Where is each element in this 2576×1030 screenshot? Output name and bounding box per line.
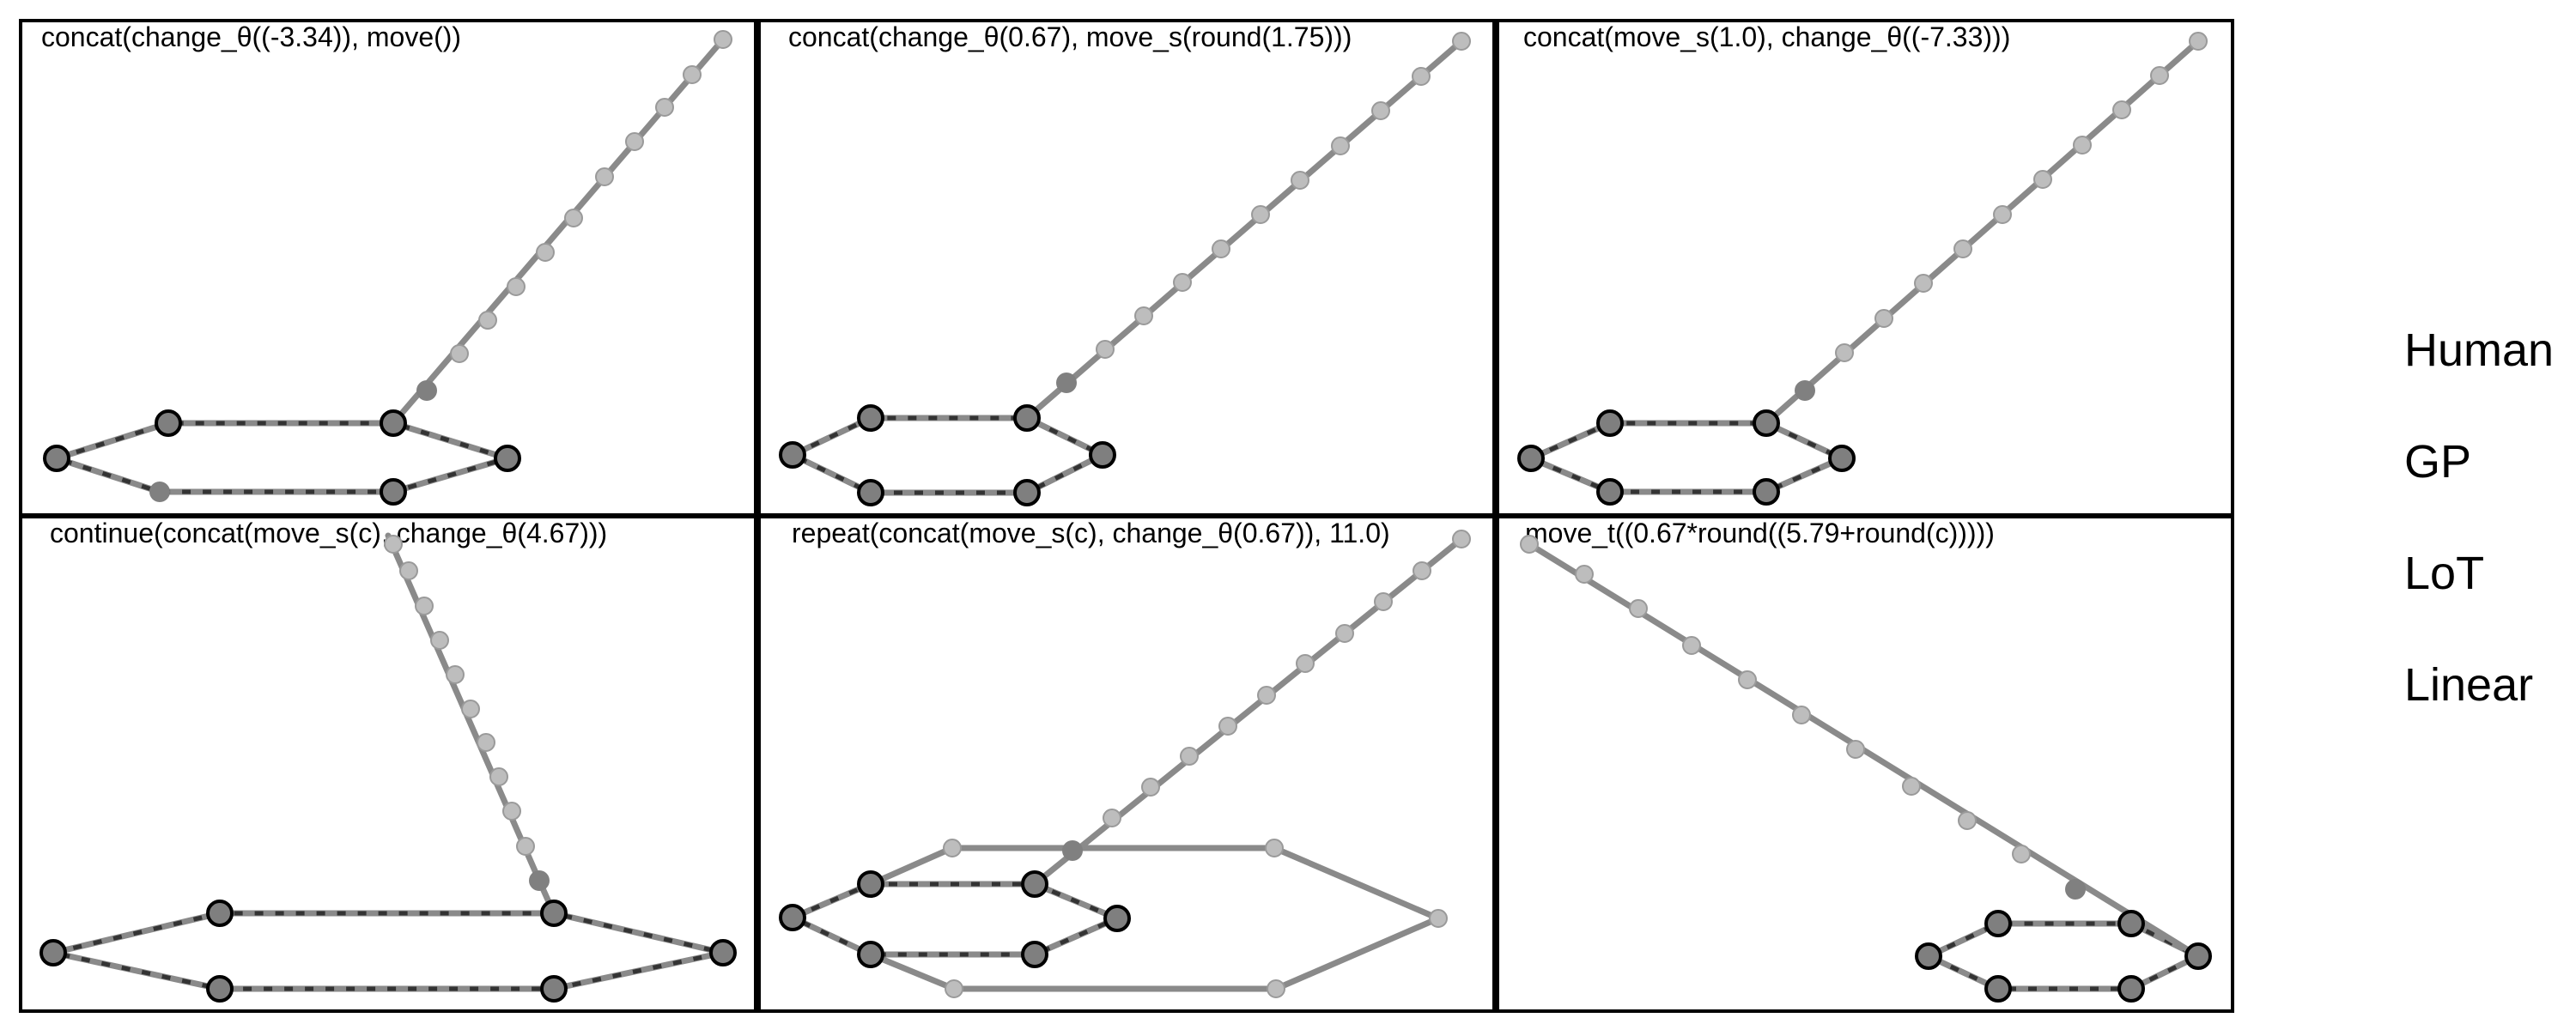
panel-6: move_t((0.67*round((5.79+round(c))))) (1496, 515, 2234, 1013)
panel-4-title: continue(concat(move_s(c), change_θ(4.67… (50, 518, 607, 548)
legend: Human GP LoT Linear (2404, 324, 2554, 711)
panel-5-frame (757, 515, 1496, 1013)
legend-lot: LoT (2404, 548, 2484, 599)
panel-2: concat(change_θ(0.67), move_s(round(1.75… (757, 19, 1496, 517)
panel-6-points (1520, 535, 2212, 1003)
panel-4: continue(concat(move_s(c), change_θ(4.67… (19, 515, 757, 1013)
panel-2-points (779, 32, 1471, 506)
legend-linear: Linear (2404, 659, 2533, 711)
panel-2-title: concat(change_θ(0.67), move_s(round(1.75… (788, 21, 1352, 52)
legend-human: Human (2404, 324, 2554, 376)
panel-5-points (779, 530, 1471, 998)
panel-3-title: concat(move_s(1.0), change_θ((-7.33))) (1523, 21, 2010, 52)
panel-4-points (39, 535, 737, 1003)
panel-5-title: repeat(concat(move_s(c), change_θ(0.67))… (792, 518, 1390, 548)
panel-5: repeat(concat(move_s(c), change_θ(0.67))… (757, 515, 1496, 1013)
panel-4-frame (19, 515, 757, 1013)
panel-6-title: move_t((0.67*round((5.79+round(c))))) (1525, 518, 1995, 548)
panel-6-frame (1496, 515, 2234, 1013)
panel-3: concat(move_s(1.0), change_θ((-7.33))) (1496, 19, 2234, 517)
panel-1-points (43, 30, 732, 506)
panel-1: concat(change_θ((-3.34)), move()) (19, 19, 757, 517)
panel-3-points (1517, 32, 2208, 506)
panel-1-title: concat(change_θ((-3.34)), move()) (41, 21, 461, 52)
legend-gp: GP (2404, 436, 2471, 488)
